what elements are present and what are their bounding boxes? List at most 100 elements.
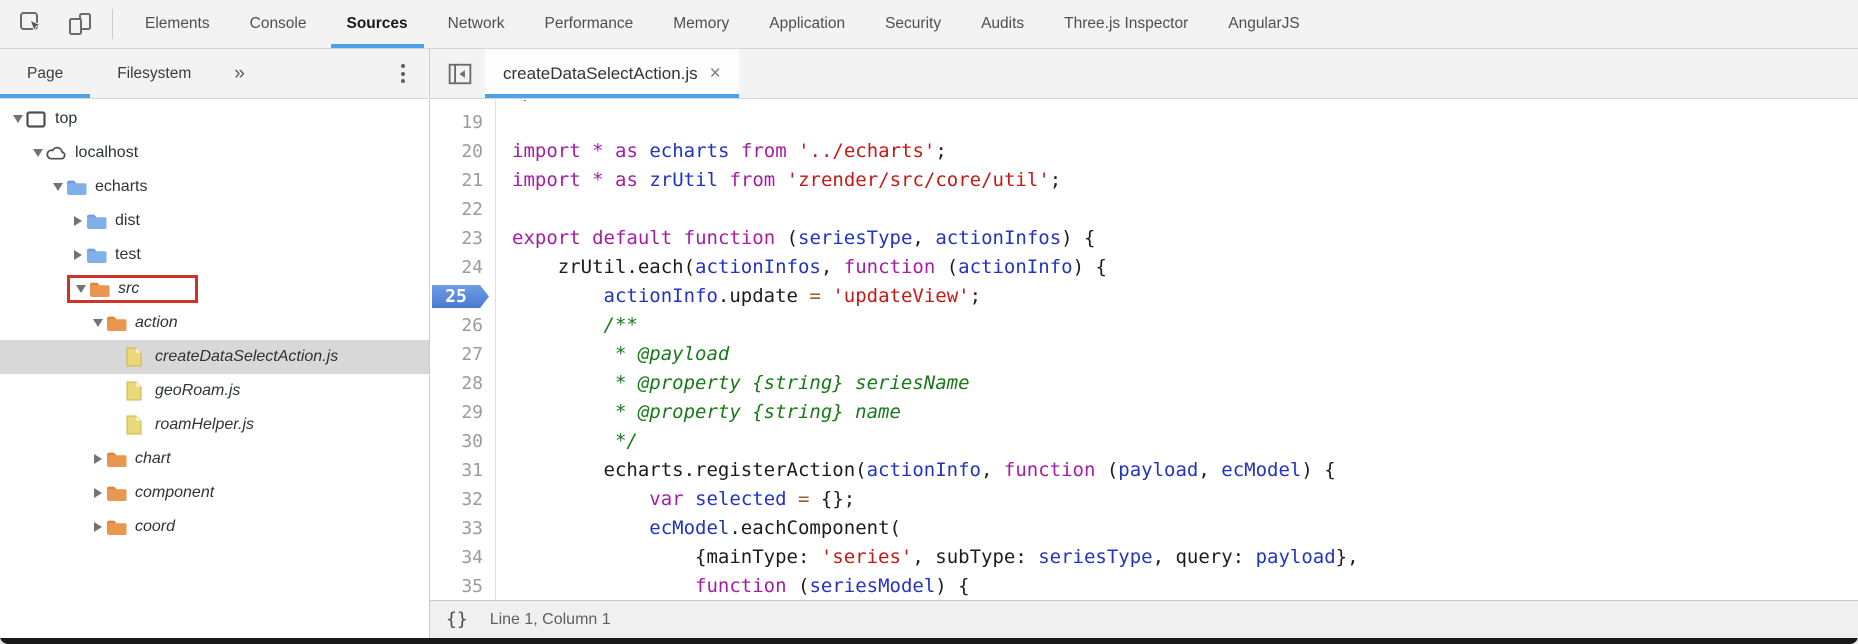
editor-tab-title: createDataSelectAction.js [503,63,698,83]
tree-item-action[interactable]: action [0,306,429,340]
gutter-line-number-26[interactable]: 26 [430,311,496,340]
tree-item-test[interactable]: test [0,238,429,272]
expand-open-icon[interactable] [73,285,89,293]
panel-tab-network[interactable]: Network [447,15,505,32]
hide-navigator-icon[interactable] [445,59,475,89]
pretty-print-icon[interactable]: {} [446,609,468,630]
panel-tab-three-js-inspector[interactable]: Three.js Inspector [1064,15,1189,32]
gutter-line-number-21[interactable]: 21 [430,166,496,195]
gutter-line-number-29[interactable]: 29 [430,398,496,427]
gutter-line-number-22[interactable]: 22 [430,195,496,224]
navigator-menu-icon[interactable] [401,49,405,98]
panel-tab-security[interactable]: Security [885,15,942,32]
tree-item-content: coord [90,518,175,536]
tree-item-content: roamHelper.js [110,415,254,435]
panel-tab-application[interactable]: Application [769,15,846,32]
code-line-32: 32 var selected = {}; [430,485,1858,514]
gutter-line-number-25[interactable]: 25 [430,282,496,311]
gutter-line-number-23[interactable]: 23 [430,224,496,253]
tree-item-label: src [118,280,140,297]
expand-open-icon[interactable] [90,319,106,327]
tree-item-label: echarts [95,178,148,195]
code-line-text: actionInfo.update = 'updateView'; [603,285,982,307]
gutter-line-number-24[interactable]: 24 [430,253,496,282]
tree-item-roamhelper-js[interactable]: roamHelper.js [0,408,429,442]
gutter-line-number-18[interactable]: 18 [430,100,496,108]
tree-item-label: coord [135,518,176,535]
expand-open-icon[interactable] [50,183,66,191]
tree-item-content: chart [90,450,171,468]
tree-item-label: test [115,246,141,263]
panel-tab-console[interactable]: Console [249,15,307,32]
gutter-line-number-33[interactable]: 33 [430,514,496,543]
code-line-20: 20 import * as echarts from '../echarts'; [430,137,1858,166]
tree-item-content: localhost [30,144,138,162]
code-line-text: /** [512,314,638,336]
tree-item-dist[interactable]: dist [0,204,429,238]
panel-tab-audits[interactable]: Audits [981,15,1025,32]
gutter-line-number-34[interactable]: 34 [430,543,496,572]
device-toolbar-icon[interactable] [64,8,96,40]
tree-item-top[interactable]: top [0,102,429,136]
tree-item-label: action [135,314,178,331]
gutter-line-number-27[interactable]: 27 [430,340,496,369]
folder-blue-icon [66,179,88,196]
window-bottom-edge [0,638,1858,644]
close-tab-icon[interactable]: × [709,63,721,84]
panel-tab-sources[interactable]: Sources [327,0,428,48]
panel-tab-performance[interactable]: Performance [544,15,634,32]
tree-item-georoam-js[interactable]: geoRoam.js [0,374,429,408]
tree-item-label: dist [115,212,140,229]
tree-item-coord[interactable]: coord [0,510,429,544]
code-line-text: var selected = {}; [649,488,856,510]
tree-item-src[interactable]: src [0,272,429,306]
code-line-28: 28 * @property {string} seriesName [430,369,1858,398]
code-line-35: 35 function (seriesModel) { [430,572,1858,600]
panel-tab-elements[interactable]: Elements [145,15,210,32]
gutter-line-number-28[interactable]: 28 [430,369,496,398]
inspect-element-icon[interactable] [16,8,48,40]
code-line-25: 25 actionInfo.update = 'updateView'; [430,282,1858,311]
gutter-line-number-30[interactable]: 30 [430,427,496,456]
tree-item-localhost[interactable]: localhost [0,136,429,170]
gutter-line-number-32[interactable]: 32 [430,485,496,514]
expand-closed-icon[interactable] [90,522,106,532]
tree-item-component[interactable]: component [0,476,429,510]
gutter-line-number-31[interactable]: 31 [430,456,496,485]
expand-closed-icon[interactable] [90,454,106,464]
gutter-line-number-19[interactable]: 19 [430,108,496,137]
expand-closed-icon[interactable] [70,216,86,226]
expand-closed-icon[interactable] [70,250,86,260]
gutter-line-number-35[interactable]: 35 [430,572,496,600]
expand-closed-icon[interactable] [90,488,106,498]
tree-item-content: geoRoam.js [110,381,240,401]
more-tabs-icon[interactable]: » [234,62,245,84]
code-line-19: 19 [430,108,1858,137]
breakpoint-marker[interactable]: 25 [432,285,489,308]
file-icon [126,381,148,401]
code-line-34: 34 {mainType: 'series', subType: seriesT… [430,543,1858,572]
editor-tab-createDataSelectAction[interactable]: createDataSelectAction.js × [485,49,739,98]
gutter-line-number-20[interactable]: 20 [430,137,496,166]
panel-tab-memory[interactable]: Memory [673,15,730,32]
code-line-text: * @property {string} name [512,401,901,423]
navigator-tab-page[interactable]: Page [0,49,91,98]
tree-item-content: test [70,246,141,264]
code-line-31: 31 echarts.registerAction(actionInfo, fu… [430,456,1858,485]
panel-tab-angularjs[interactable]: AngularJS [1228,15,1300,32]
cloud-icon [46,145,68,161]
file-icon [126,347,148,367]
code-line-text: import * as echarts from '../echarts'; [512,140,947,162]
expand-open-icon[interactable] [30,149,46,157]
tree-item-createdataselectaction-js[interactable]: createDataSelectAction.js [0,340,429,374]
expand-open-icon[interactable] [10,115,26,123]
navigator-tab-filesystem[interactable]: Filesystem [117,64,192,82]
tree-item-chart[interactable]: chart [0,442,429,476]
code-line-text: {mainType: 'series', subType: seriesType… [512,546,1359,568]
tree-item-echarts[interactable]: echarts [0,170,429,204]
code-line-text: * @property {string} seriesName [512,372,970,394]
code-line-text: * @payload [512,343,730,365]
code-line-text: ecModel.eachComponent( [649,517,901,539]
